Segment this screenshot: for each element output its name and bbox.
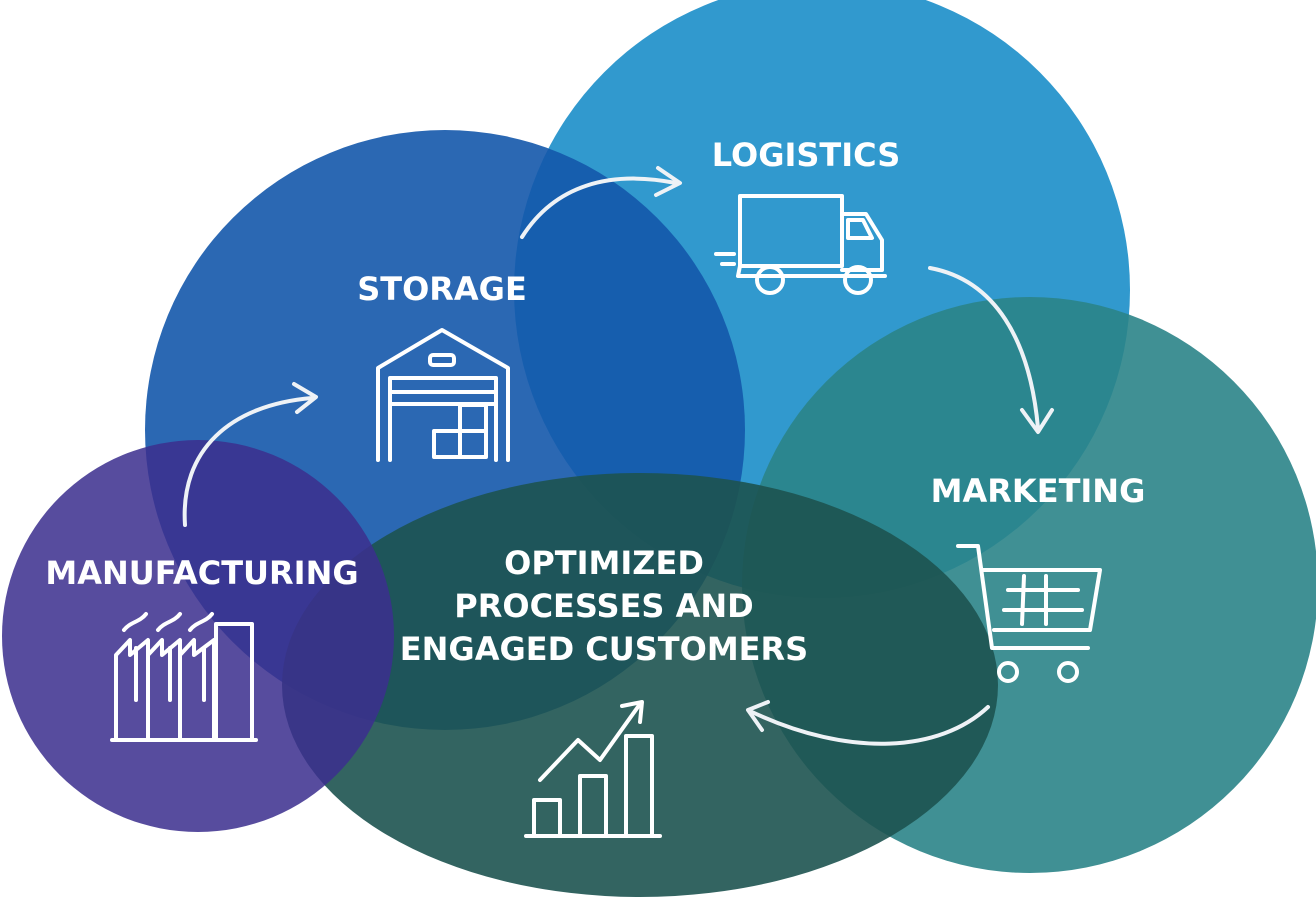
manufacturing-label: MANUFACTURING xyxy=(45,554,358,592)
logistics-label: LOGISTICS xyxy=(712,136,901,174)
manufacturing-circle xyxy=(2,440,394,832)
storage-label: STORAGE xyxy=(357,270,527,308)
center-label-line-1: OPTIMIZED xyxy=(504,544,704,582)
arrow-storage-to-logistics xyxy=(520,166,682,239)
center-label-line-2: PROCESSES AND xyxy=(454,587,753,625)
marketing-label: MARKETING xyxy=(931,472,1146,510)
arrow-marketing-to-center xyxy=(746,700,990,746)
truck-icon xyxy=(714,194,887,295)
factory-icon xyxy=(110,612,258,742)
center-label-line-3: ENGAGED CUSTOMERS xyxy=(400,630,808,668)
warehouse-icon xyxy=(376,328,510,462)
growth-chart-icon xyxy=(524,700,662,838)
shopping-cart-icon xyxy=(956,544,1102,683)
arrow-manufacturing-to-storage xyxy=(182,382,318,527)
center-ellipse xyxy=(282,473,998,897)
arrow-logistics-to-marketing xyxy=(928,266,1054,434)
